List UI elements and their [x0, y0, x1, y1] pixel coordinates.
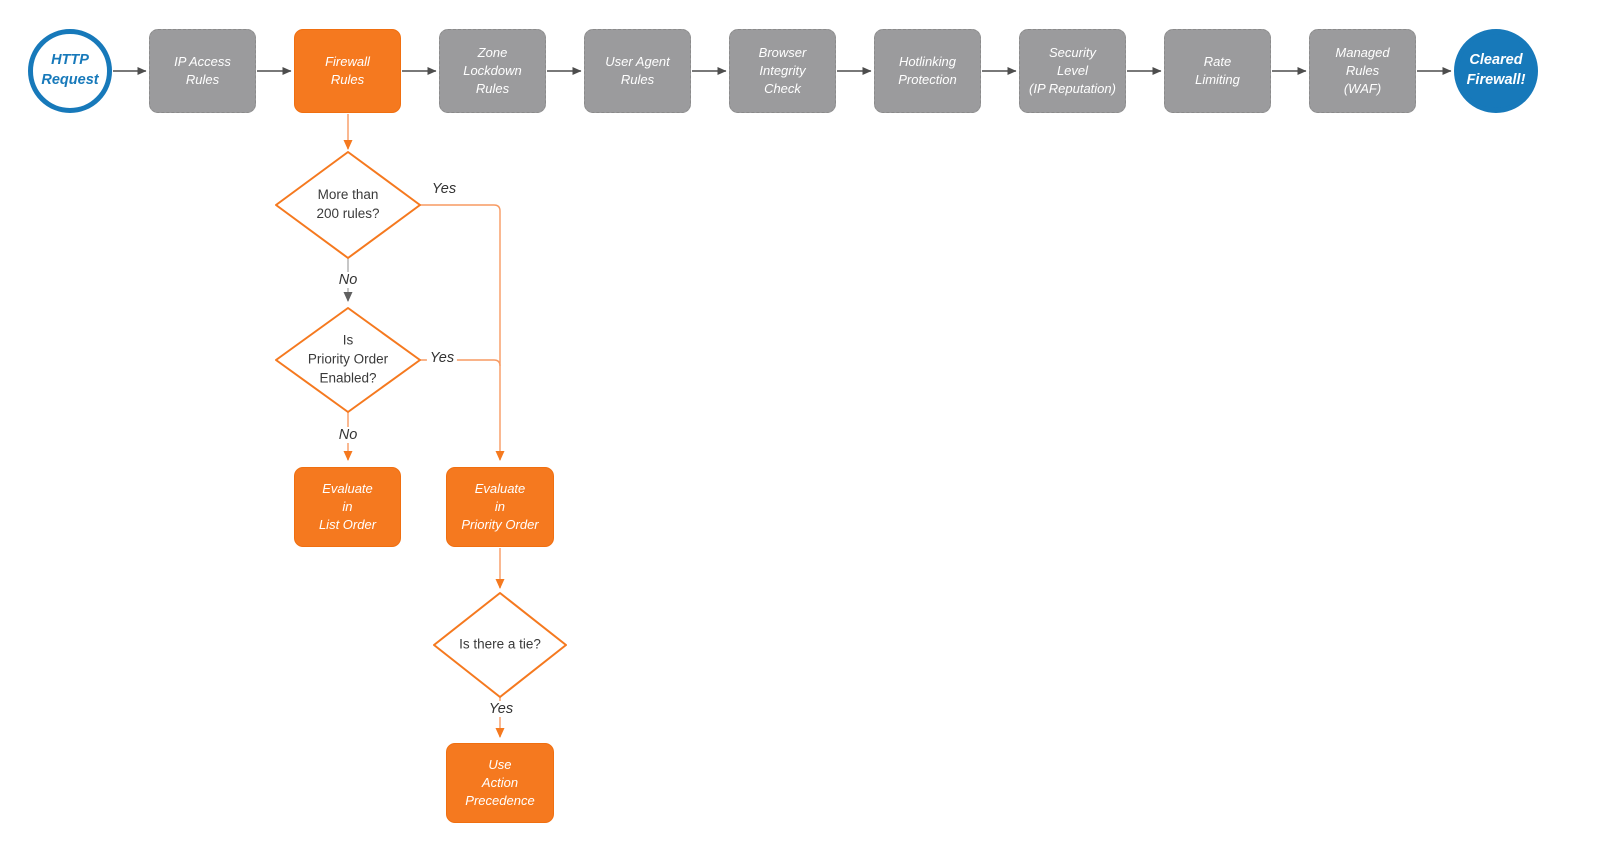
node-ip-access-rules: IP Access Rules — [149, 29, 256, 113]
wire-yes-morerules-to-priorityorder-box — [420, 204, 505, 461]
wire-yes-priorityenabled-join — [420, 359, 501, 367]
node-ip-access-rules-label: IP Access Rules — [174, 53, 231, 87]
node-hotlinking-protection: Hotlinking Protection — [874, 29, 981, 113]
node-http-request: HTTP Request — [28, 29, 112, 113]
node-evaluate-list-order: Evaluate in List Order — [294, 467, 401, 547]
node-managed-rules-waf: Managed Rules (WAF) — [1309, 29, 1416, 113]
diamond-tie — [433, 592, 567, 698]
node-browser-integrity-check: Browser Integrity Check — [729, 29, 836, 113]
diamond-tie-label: Is there a tie? — [459, 636, 541, 652]
edge-label-yes-more-rules: Yes — [428, 181, 460, 197]
node-use-action-precedence-label: Use Action Precedence — [465, 756, 535, 809]
node-user-agent-rules-label: User Agent Rules — [605, 53, 670, 87]
node-zone-lockdown-rules: Zone Lockdown Rules — [439, 29, 546, 113]
node-evaluate-list-order-label: Evaluate in List Order — [318, 480, 377, 533]
node-firewall-rules-label: Firewall Rules — [325, 53, 370, 87]
node-http-request-label: HTTP Request — [41, 52, 99, 88]
node-evaluate-priority-order-label: Evaluate in Priority Order — [461, 480, 539, 533]
node-security-level: Security Level (IP Reputation) — [1019, 29, 1126, 113]
node-rate-limiting-label: Rate Limiting — [1195, 53, 1240, 87]
node-evaluate-priority-order: Evaluate in Priority Order — [446, 467, 554, 547]
diamond-priority-enabled — [275, 307, 421, 413]
diamond-more-rules-label: More than 200 rules? — [316, 187, 380, 221]
node-zone-lockdown-rules-label: Zone Lockdown Rules — [463, 44, 522, 97]
node-security-level-label: Security Level (IP Reputation) — [1029, 44, 1116, 97]
node-user-agent-rules: User Agent Rules — [584, 29, 691, 113]
node-cleared-firewall-label: Cleared Firewall! — [1466, 52, 1526, 88]
diamond-more-rules — [275, 151, 421, 259]
edge-label-no-more-rules: No — [335, 272, 361, 288]
node-firewall-rules: Firewall Rules — [294, 29, 401, 113]
node-rate-limiting: Rate Limiting — [1164, 29, 1271, 113]
edge-label-yes-tie: Yes — [485, 701, 517, 717]
edge-label-no-priority-enabled: No — [335, 427, 361, 443]
node-browser-integrity-check-label: Browser Integrity Check — [758, 44, 807, 97]
decision-diamonds — [275, 151, 567, 698]
diamond-priority-enabled-label: Is Priority Order Enabled? — [307, 332, 389, 386]
node-managed-rules-waf-label: Managed Rules (WAF) — [1335, 44, 1390, 97]
node-hotlinking-protection-label: Hotlinking Protection — [898, 53, 957, 87]
edge-label-yes-priority-enabled: Yes — [426, 350, 458, 366]
node-cleared-firewall: Cleared Firewall! — [1454, 29, 1538, 113]
node-use-action-precedence: Use Action Precedence — [446, 743, 554, 823]
